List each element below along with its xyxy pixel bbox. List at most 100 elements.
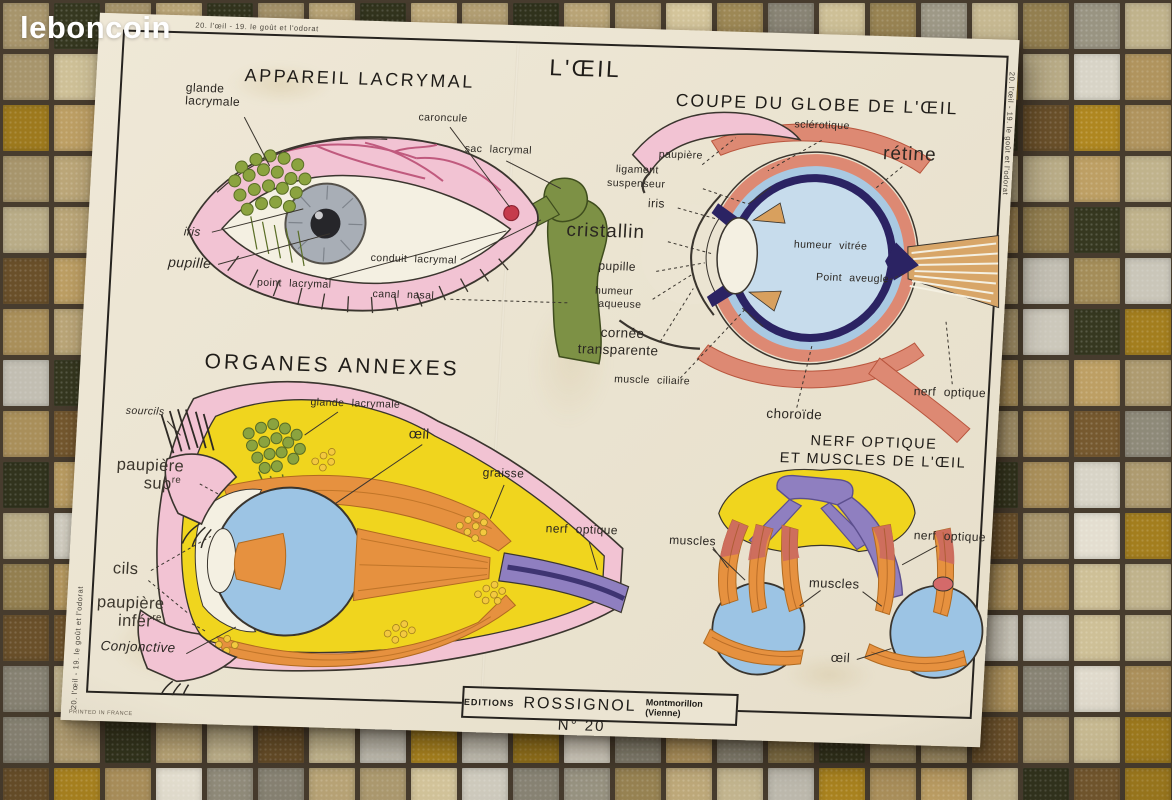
- floor-tile: [360, 768, 406, 800]
- q1-label-caroncule: caroncule: [418, 111, 468, 125]
- floor-tile: [3, 564, 49, 610]
- lens-shape: [716, 217, 759, 295]
- floor-tile: [3, 258, 49, 304]
- floor-tile: [1023, 615, 1069, 661]
- floor-tile: [1074, 462, 1120, 508]
- floor-tile: [666, 768, 712, 800]
- q2-label-pupille: pupille: [598, 258, 637, 274]
- q4-label-nerf-optique: nerf optique: [913, 528, 987, 545]
- floor-tile: [615, 768, 661, 800]
- floor-tile: [1074, 258, 1120, 304]
- ciliary-muscle-bottom: [748, 290, 782, 312]
- q1-leader-lines: [211, 116, 571, 304]
- poster: 20. l'œil - 19. le goût et l'odorat 20. …: [60, 12, 1020, 748]
- floor-tile: [3, 411, 49, 457]
- q4-label-muscles-mid: muscles: [808, 575, 860, 592]
- floor-tile: [1023, 717, 1069, 763]
- floor-tile: [1023, 105, 1069, 151]
- q3-label-oeil: œil: [408, 425, 430, 442]
- coupe-globe-illustration: [618, 111, 1000, 444]
- q1-label-canal-nasal: canal nasal: [372, 288, 435, 302]
- floor-tile: [105, 768, 151, 800]
- floor-tile: [3, 3, 49, 49]
- floor-tile: [3, 360, 49, 406]
- q2-label-nerf-optique: nerf optique: [913, 384, 987, 401]
- floor-tile: [1023, 360, 1069, 406]
- floor-tile: [1023, 462, 1069, 508]
- floor-tile: [3, 717, 49, 763]
- floor-tile: [1074, 105, 1120, 151]
- floor-tile: [1125, 207, 1171, 253]
- upper-eyelid-side: [164, 453, 238, 526]
- left-eye-muscles: [702, 519, 805, 666]
- leboncoin-logo: leboncoin: [20, 10, 171, 45]
- q3-inf-word: infér: [117, 611, 153, 631]
- q3-label-paupiere-sup-2: supre: [143, 474, 181, 493]
- floor-tile: [819, 768, 865, 800]
- floor-tile: [1125, 513, 1171, 559]
- q2-label-transparente: transparente: [577, 341, 659, 359]
- q2-label-humeur-vitree: humeur vitrée: [793, 238, 868, 253]
- floor-tile: [309, 768, 355, 800]
- floor-tile: [1125, 360, 1171, 406]
- caruncle-shape: [503, 204, 520, 222]
- q3-leader-lines: [148, 411, 598, 655]
- nerf-muscles-illustration: [702, 468, 984, 679]
- floor-tile: [972, 768, 1018, 800]
- printed-in-france: PRINTED IN FRANCE: [68, 709, 133, 718]
- floor-tile: [1023, 411, 1069, 457]
- eyelashes: [227, 255, 509, 314]
- floor-tile: [258, 768, 304, 800]
- floor-tile: [513, 768, 559, 800]
- q3-sup-exp: re: [171, 474, 182, 486]
- floor-tile: [3, 462, 49, 508]
- floor-tile: [1125, 258, 1171, 304]
- q2-label-paupiere: paupière: [658, 148, 704, 162]
- appareil-lacrymal-illustration: [186, 116, 608, 365]
- floor-tile: [1125, 3, 1171, 49]
- q2-label-aqueuse: aqueuse: [597, 297, 642, 311]
- floor-tile: [1023, 207, 1069, 253]
- cut-muscle-stub: [932, 576, 954, 592]
- q3-inf-exp: re: [152, 612, 162, 624]
- q2-label-iris: iris: [647, 196, 666, 211]
- diagram-organes-annexes: glande lacrymale sourcils œil paupière s…: [62, 370, 665, 709]
- lens-cone: [233, 532, 287, 590]
- q1-glande-line2: lacrymale: [184, 93, 241, 110]
- floor-tile: [1074, 564, 1120, 610]
- poster-title: L'ŒIL: [548, 54, 623, 83]
- ciliary-muscle-top: [751, 202, 786, 224]
- q2-label-suspenseur: suspenseur: [606, 176, 666, 191]
- q3-label-graisse: graisse: [482, 465, 525, 481]
- eyebrow-hairs: [160, 408, 215, 454]
- floor-tile: [3, 513, 49, 559]
- lower-muscle-band: [696, 342, 925, 389]
- floor-tile: [1125, 768, 1171, 800]
- q2-label-choroide: choroïde: [766, 405, 823, 423]
- lower-eyelid-line: [618, 319, 701, 350]
- floor-tile: [1074, 615, 1120, 661]
- floor-tile: [207, 768, 253, 800]
- q3-label-paupiere-inf-1: paupière: [96, 592, 165, 613]
- q4-label-oeil: œil: [830, 649, 851, 666]
- floor-tile: [1074, 156, 1120, 202]
- q2-label-point-aveugle: Point aveugle: [815, 271, 890, 286]
- diagram-nerf-muscles: muscles muscles nerf optique œil: [650, 450, 996, 710]
- q1-label-pupille: pupille: [167, 253, 212, 272]
- floor-tile: [1023, 564, 1069, 610]
- floor-tile: [1125, 105, 1171, 151]
- floor-tile: [1125, 666, 1171, 712]
- floor-tile: [1074, 666, 1120, 712]
- floor-tile: [54, 3, 100, 49]
- floor-tile: [1074, 717, 1120, 763]
- nasal-canal-shape: [546, 197, 608, 365]
- floor-tile: [1074, 54, 1120, 100]
- floor-tile: [1023, 3, 1069, 49]
- q3-label-nerf-optique: nerf optique: [545, 521, 619, 538]
- blind-spot-pinch: [885, 242, 919, 281]
- floor-tile: [1023, 666, 1069, 712]
- q4-label-muscles-left: muscles: [668, 532, 717, 549]
- floor-tile: [870, 768, 916, 800]
- floor-tile: [1023, 768, 1069, 800]
